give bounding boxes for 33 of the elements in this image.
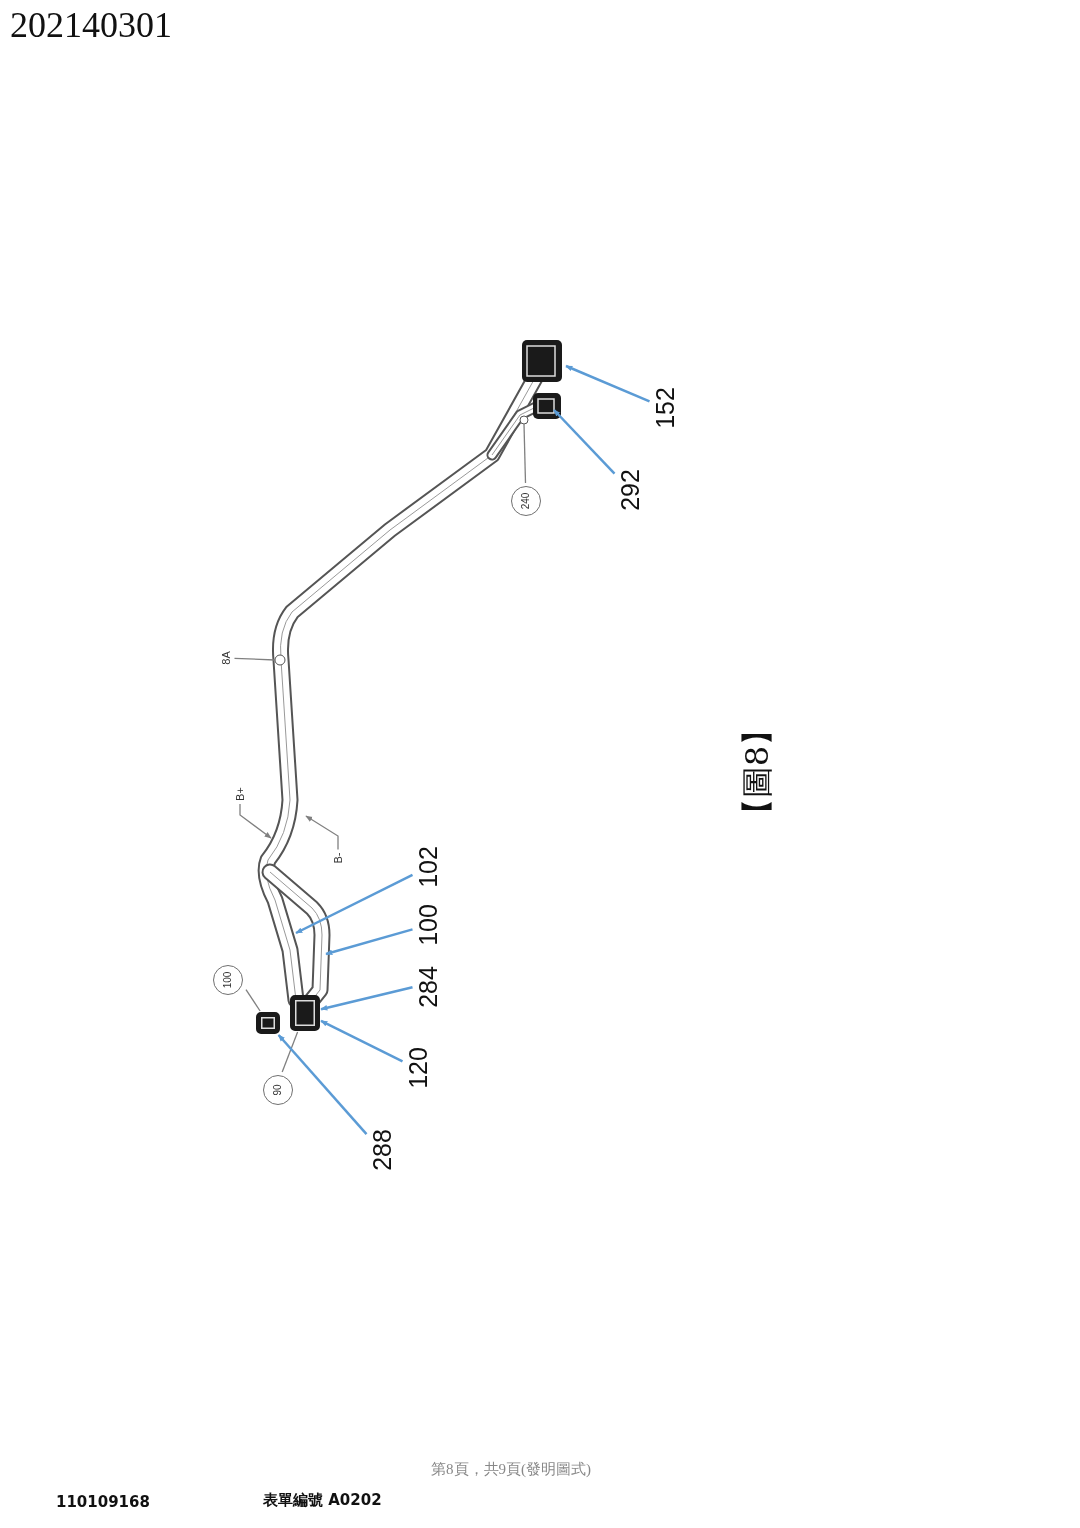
terminal-label: B- (332, 852, 344, 864)
callout-number: 120 (405, 1047, 431, 1089)
leader-line (281, 1031, 299, 1073)
leader-line (245, 988, 261, 1012)
callout-bubble: 240 (511, 486, 541, 516)
callout-number: 100 (415, 904, 441, 946)
figure-caption: 【圖8】 (741, 713, 773, 831)
terminal-label: B+ (234, 787, 246, 801)
callout-number: 288 (369, 1129, 395, 1171)
connector-block (290, 995, 320, 1031)
arrow (320, 1019, 404, 1063)
arrow (239, 803, 272, 839)
callout-number: 284 (415, 966, 441, 1008)
callout-number: 152 (652, 387, 678, 429)
callout-bubble: 90 (263, 1075, 293, 1105)
callout-number: 102 (415, 846, 441, 888)
connector-block (256, 1012, 280, 1034)
arrow (553, 409, 616, 475)
leader-line (523, 423, 527, 484)
leader-line (233, 657, 276, 661)
arrow (295, 873, 414, 935)
arrow (565, 364, 650, 403)
arrow (320, 986, 413, 1011)
page-number: 第8頁，共9頁(發明圖式) (431, 1460, 591, 1479)
arrow (305, 815, 339, 851)
document-number: 110109168 (56, 1493, 150, 1511)
terminal-label: 8A (220, 651, 232, 665)
callout-bubble: 100 (213, 965, 243, 995)
application-number: 202140301 (10, 4, 172, 46)
callout-number: 292 (617, 469, 643, 511)
arrow (277, 1034, 368, 1136)
arrow (325, 928, 413, 956)
form-number: 表單編號 A0202 (263, 1491, 382, 1510)
